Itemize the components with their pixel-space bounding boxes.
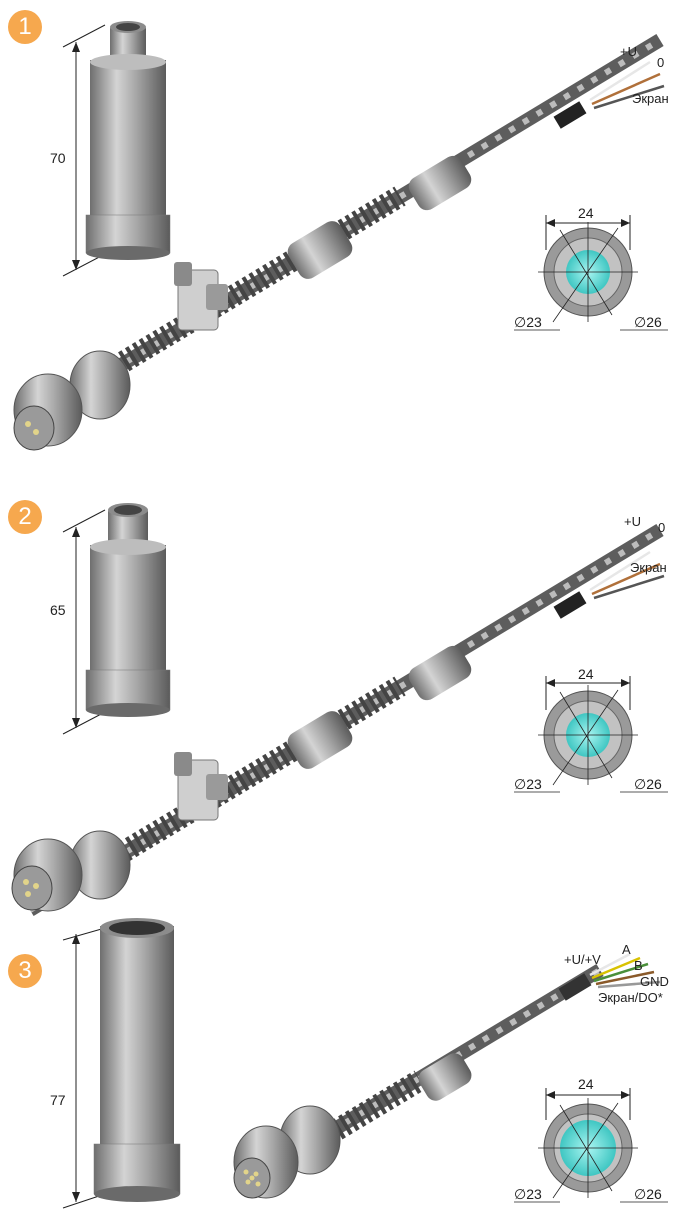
wire-label-zero: 0 xyxy=(657,55,665,70)
diameter-small-label: ∅23 xyxy=(514,776,542,792)
variant-2-drawing xyxy=(11,503,668,916)
wire-label-shield-do: Экран/DO* xyxy=(598,990,663,1005)
length-dimension-label: 65 xyxy=(50,602,66,618)
diameter-large-label: ∅26 xyxy=(634,776,662,792)
wire-label-a: A xyxy=(622,942,631,957)
mounting-bracket xyxy=(174,262,228,331)
face-width-label: 24 xyxy=(578,205,594,221)
wire-label-supply: +U xyxy=(624,514,641,529)
sensor-body xyxy=(93,918,181,1202)
mounting-bracket xyxy=(174,752,228,821)
diameter-small-label: ∅23 xyxy=(514,314,542,330)
connector-head xyxy=(11,830,131,912)
face-width-label: 24 xyxy=(578,666,594,682)
variant-1-drawing xyxy=(13,21,668,451)
cable-assembly xyxy=(26,34,665,426)
connector-head xyxy=(233,1105,341,1199)
dimension-leader-top xyxy=(62,24,106,48)
face-view xyxy=(514,1088,668,1203)
length-dimension-label: 77 xyxy=(50,1092,66,1108)
dimension-arrow-bottom xyxy=(72,260,80,270)
diameter-small-label: ∅23 xyxy=(514,1186,542,1202)
wire-label-gnd: GND xyxy=(640,974,669,989)
connector-head xyxy=(13,350,131,451)
variant-panel-3: 3 77 +U/+V A B GND Экран/DO* 24 ∅23 ∅26 xyxy=(0,918,680,1221)
wire-label-zero: 0 xyxy=(658,520,666,535)
wire-label-shield: Экран xyxy=(632,91,669,106)
variant-panel-2: 2 65 +U 0 Экран 24 ∅23 ∅26 xyxy=(0,490,680,916)
variant-number-badge: 1 xyxy=(8,10,42,44)
variant-number-badge: 3 xyxy=(8,954,42,988)
cable-assembly xyxy=(26,524,665,916)
sensor-body xyxy=(85,21,171,260)
wire-label-supply: +U xyxy=(620,44,637,59)
wire-label-shield: Экран xyxy=(630,560,667,575)
length-dimension-label: 70 xyxy=(50,150,66,166)
face-view xyxy=(514,676,668,793)
variant-panel-1: 1 70 +U 0 Экран 24 ∅23 ∅26 xyxy=(0,0,680,451)
sensor-body xyxy=(85,503,171,717)
diameter-large-label: ∅26 xyxy=(634,1186,662,1202)
variant-3-drawing xyxy=(62,918,668,1209)
dimension-arrow-top xyxy=(72,42,80,52)
wire-label-b: B xyxy=(634,958,643,973)
face-view xyxy=(514,215,668,331)
diameter-large-label: ∅26 xyxy=(634,314,662,330)
variant-number-badge: 2 xyxy=(8,500,42,534)
wire-label-supply: +U/+V xyxy=(564,952,601,967)
face-width-label: 24 xyxy=(578,1076,594,1092)
